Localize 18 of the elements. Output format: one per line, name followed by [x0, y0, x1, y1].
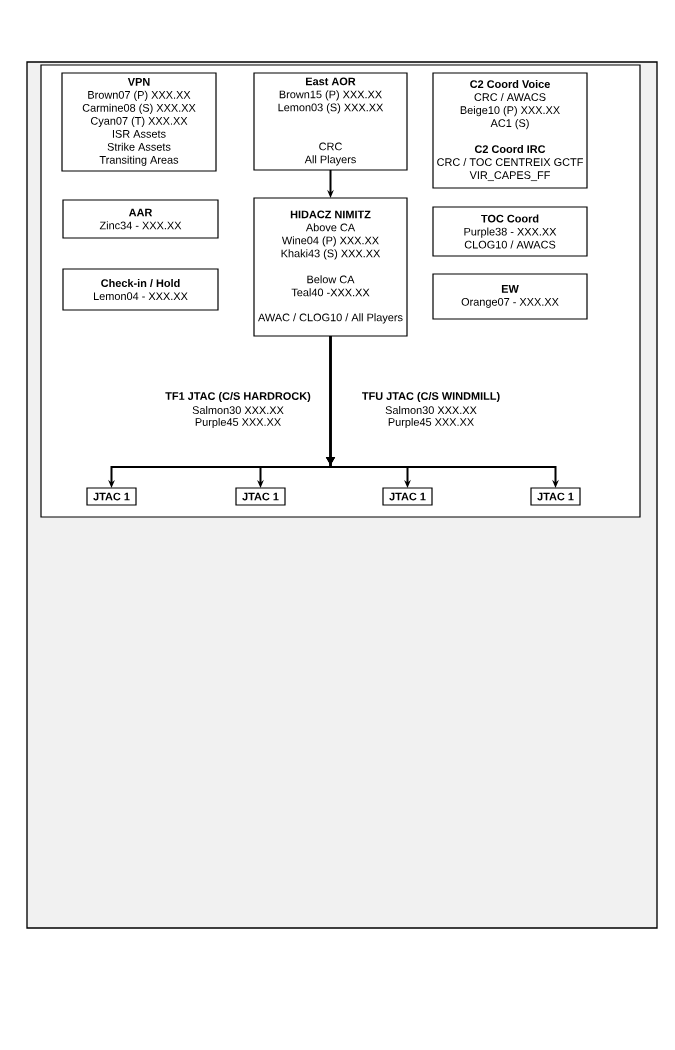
text-label: Salmon30 XXX.XX: [192, 406, 284, 414]
net-box: C2 Coord Voice CRC / AWACS Beige10 (P) XXX.XX AC1 (S) C2 Coord IRC CRC / TOC CENTREIX GCTF VIR_CAPES_FF: [432, 72, 588, 189]
unit-box: JTAC 1: [235, 487, 286, 506]
net-box: AAR Zinc34 - XXX.XX: [62, 199, 219, 239]
text-label: TF1 JTAC (C/S HARDROCK): [165, 391, 311, 403]
net-box: HIDACZ NIMITZ Above CA Wine04 (P) XXX.XX Khaki43 (S) XXX.XX Below CA Teal40 -XXX.XX AWAC / CLOG10 / All Players: [253, 197, 408, 337]
unit-box: JTAC 1: [530, 487, 581, 506]
net-box: East AOR Brown15 (P) XXX.XX Lemon03 (S) XXX.XX CRC All Players: [253, 72, 408, 171]
net-box: Check-in / Hold Lemon04 - XXX.XX: [62, 268, 219, 311]
text-label: Purple45 XXX.XX: [195, 417, 281, 429]
text-label: Purple45 XXX.XX: [388, 417, 474, 429]
net-box: TOC Coord Purple38 - XXX.XX CLOG10 / AWACS: [432, 206, 588, 257]
text-label: TFU JTAC (C/S WINDMILL): [362, 391, 500, 403]
text-label: Salmon30 XXX.XX: [385, 406, 477, 414]
unit-box: JTAC 1: [86, 487, 137, 506]
unit-box: JTAC 1: [382, 487, 433, 506]
net-box: EW Orange07 - XXX.XX: [432, 273, 588, 320]
net-box: VPN Brown07 (P) XXX.XX Carmine08 (S) XXX.XX Cyan07 (T) XXX.XX ISR Assets Strike Assets Transiting Areas: [61, 72, 217, 172]
